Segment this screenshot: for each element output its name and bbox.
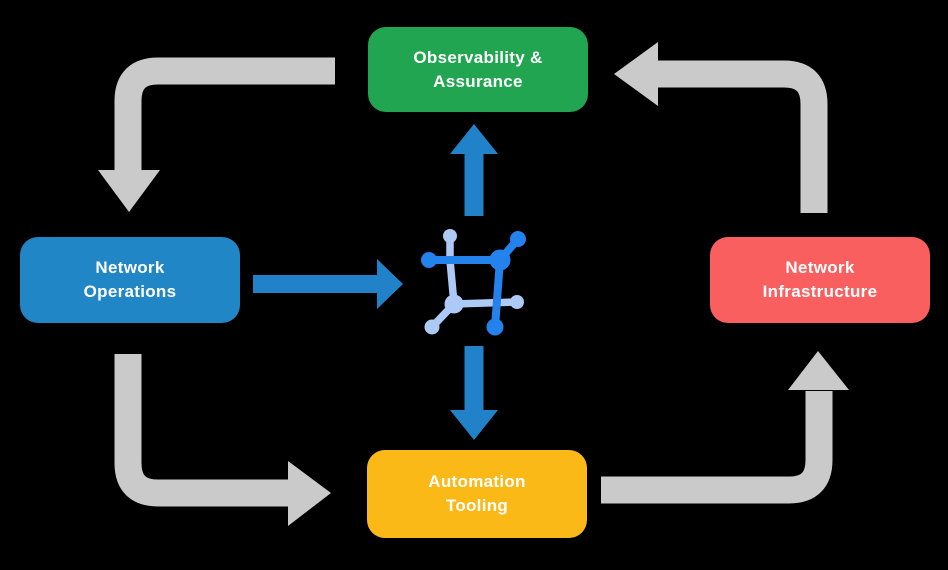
- node-network-infrastructure: Network Infrastructure: [710, 237, 930, 323]
- arrow-infrastructure-to-observability: [614, 42, 828, 213]
- node-label-line: Infrastructure: [762, 282, 878, 301]
- network-mesh-icon: [421, 229, 526, 336]
- node-label-line: Observability &: [413, 47, 543, 67]
- arrow-platform-to-automation: [450, 346, 498, 440]
- arrow-observability-to-operations: [98, 57, 335, 212]
- node-label-line: Assurance: [433, 71, 523, 91]
- node-label-line: Network: [785, 258, 855, 277]
- node-label-line: Tooling: [445, 496, 509, 515]
- arrow-operations-to-platform: [253, 259, 403, 309]
- arrow-platform-to-observability: [450, 124, 498, 216]
- arrow-operations-to-automation: [114, 354, 331, 526]
- node-label-line: Network: [95, 258, 165, 277]
- node-network-operations: Network Operations: [20, 237, 240, 323]
- arrow-automation-to-infrastructure: [601, 351, 849, 504]
- node-label-line: Automation: [428, 472, 526, 491]
- node-label-line: Operations: [83, 282, 177, 301]
- node-automation-tooling: Automation Tooling: [367, 450, 587, 538]
- node-observability-assurance: Observability & Assurance: [368, 27, 588, 112]
